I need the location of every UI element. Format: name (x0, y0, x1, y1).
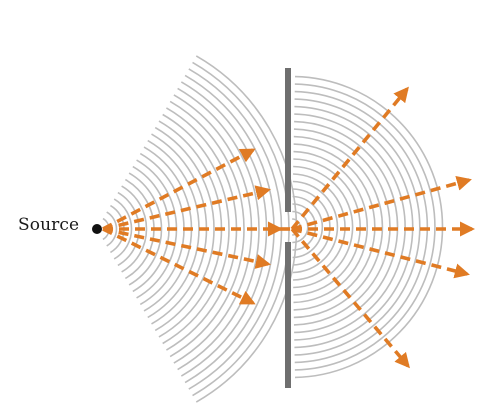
barrier (285, 68, 291, 388)
incident-ray (102, 227, 271, 269)
diffracted-wavefront (293, 150, 368, 304)
diffracted-ray (291, 227, 470, 279)
incident-wavefront (177, 87, 260, 371)
incident-wavefront (106, 211, 118, 247)
incident-wavefront (154, 126, 215, 332)
source-label: Source (18, 215, 80, 235)
diffracted-wavefront (293, 173, 346, 281)
diffracted-wavefront (292, 195, 324, 259)
diffracted-ray (291, 175, 472, 231)
diffracted-wavefront (293, 135, 384, 319)
diffracted-wavefront (294, 120, 399, 334)
diffracted-wavefront (294, 75, 444, 379)
diffracted-wavefront (292, 203, 317, 251)
incident-ray (102, 185, 271, 231)
diffracted-wavefront (293, 143, 376, 311)
incident-wavefront (113, 198, 133, 260)
diffracted-wavefront (293, 128, 391, 326)
rays (102, 86, 476, 369)
incident-wavefront (128, 172, 163, 286)
diffracted-wavefront (294, 98, 421, 356)
diffracted-wavefront (292, 210, 309, 244)
diffracted-wavefront (292, 188, 331, 266)
diffracted-wavefront (292, 180, 339, 274)
diffracted-ray (290, 227, 410, 369)
diffracted-wavefront (294, 113, 406, 341)
diffracted-wavefront (294, 83, 436, 371)
source-dot (92, 224, 102, 234)
incident-ray (102, 227, 256, 305)
barrier-lower (285, 242, 291, 388)
barrier-upper (285, 68, 291, 212)
incident-wavefront (121, 185, 148, 273)
incident-wavefront (162, 113, 230, 345)
diffracted-wavefront (293, 158, 361, 296)
incident-wavefront (169, 100, 245, 358)
incident-ray (102, 148, 256, 231)
diffracted-wavefronts (292, 75, 444, 379)
diffracted-ray (290, 86, 409, 231)
diffracted-wavefront (293, 165, 354, 289)
diffracted-wavefront (294, 90, 429, 364)
diffracted-wavefront (294, 105, 414, 349)
